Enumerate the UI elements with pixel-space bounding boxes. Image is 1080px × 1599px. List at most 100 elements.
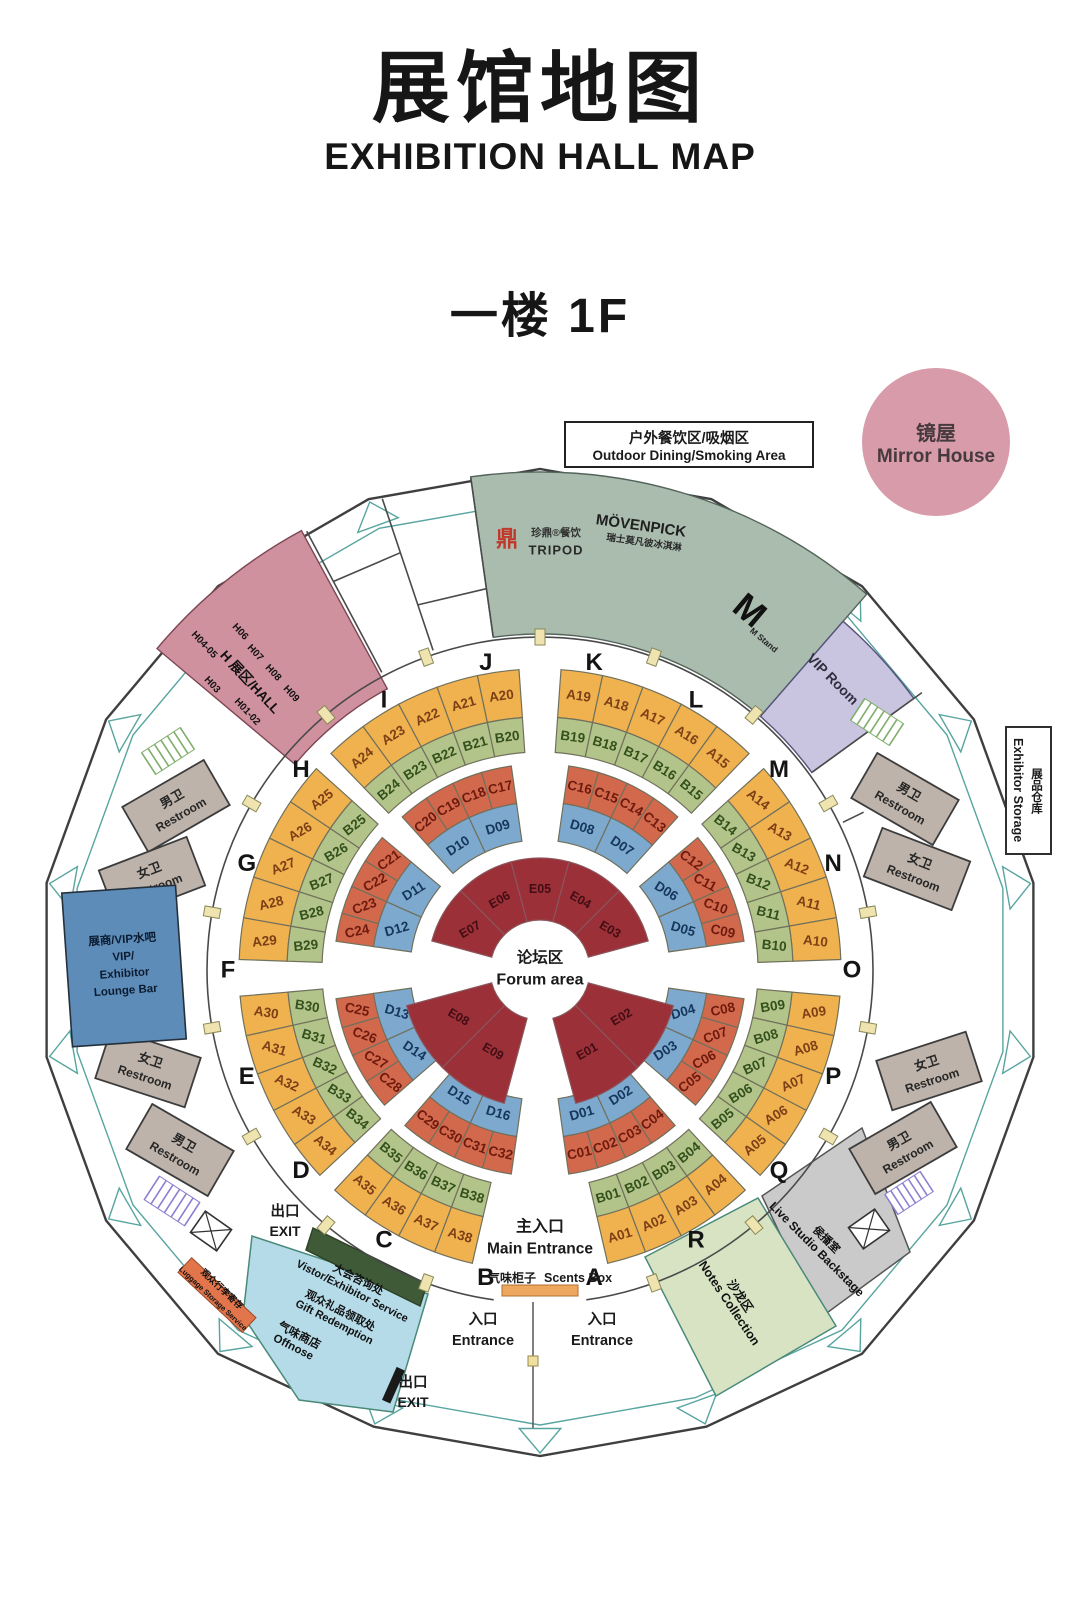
wall-pylon-icon xyxy=(218,1317,254,1353)
booth-label-A11: A11 xyxy=(795,893,822,913)
booth-label-B28: B28 xyxy=(298,903,326,924)
tripod-zh: 珍鼎®餐饮 xyxy=(531,526,581,539)
scents-box-en: Scents Box xyxy=(544,1271,612,1285)
booth-label-D08: D08 xyxy=(568,816,596,838)
door-icon xyxy=(858,1020,878,1035)
booth-label-C24: C24 xyxy=(343,921,371,941)
booth-label-C17: C17 xyxy=(487,777,514,797)
ring-letter-P: P xyxy=(825,1063,841,1090)
booth-label-D05: D05 xyxy=(669,918,697,939)
booth-label-B09: B09 xyxy=(759,997,786,1016)
booth-D11 xyxy=(385,861,442,918)
forum-en: Forum area xyxy=(496,972,583,989)
booth-label-E05: E05 xyxy=(529,882,551,896)
room-wall xyxy=(812,691,923,773)
booth-label-A38: A38 xyxy=(446,1224,475,1246)
booth-label-D01: D01 xyxy=(568,1102,596,1123)
wall-pylon-icon xyxy=(937,1186,973,1227)
booth-B20 xyxy=(486,716,526,758)
zone-outdoor-dining xyxy=(469,471,868,718)
exit-d-en: EXIT xyxy=(269,1223,301,1239)
page-title: 展馆地图 xyxy=(371,44,708,132)
zone-luggage-storage xyxy=(177,1256,257,1334)
ring-letter-E: E xyxy=(239,1063,255,1090)
booth-label-A20: A20 xyxy=(488,687,515,705)
ring-letter-B: B xyxy=(477,1264,494,1291)
wall-pylon-icon xyxy=(937,713,973,754)
booth-label-B18: B18 xyxy=(591,733,619,754)
mirror-house-badge: 镜屋 Mirror House xyxy=(862,368,1010,516)
wall-pylon-icon xyxy=(356,501,400,534)
booth-label-B38: B38 xyxy=(458,1185,487,1207)
wall-pylon-icon xyxy=(675,1392,718,1425)
door-icon xyxy=(241,794,262,813)
booth-label-B30: B30 xyxy=(294,997,321,1016)
exhibitor-storage-en: Exhibitor Storage xyxy=(1011,738,1025,843)
door-icon xyxy=(316,1215,336,1236)
booth-label-B20: B20 xyxy=(494,728,521,746)
door-icon xyxy=(418,1273,435,1293)
ring-letter-L: L xyxy=(689,686,704,713)
booth-label-A01: A01 xyxy=(606,1224,635,1246)
entrance-left-zh: 入口 xyxy=(469,1311,498,1328)
ring-letter-M: M xyxy=(769,756,789,783)
room-wall xyxy=(470,477,494,637)
booth-label-B31: B31 xyxy=(300,1026,328,1048)
door-icon xyxy=(818,794,839,813)
stairs-icon xyxy=(849,697,905,747)
booth-D05 xyxy=(658,900,708,953)
floor-label: 一楼 1F xyxy=(449,290,631,343)
booth-B10 xyxy=(754,925,794,964)
lounge-line: Exhibitor xyxy=(99,966,150,981)
ring-letter-J: J xyxy=(479,649,492,676)
door-icon xyxy=(858,905,878,920)
booth-label-D13: D13 xyxy=(383,1001,411,1022)
booth-label-C25: C25 xyxy=(344,999,372,1019)
ring-letter-H: H xyxy=(292,756,309,783)
ring-letter-A: A xyxy=(586,1264,603,1291)
booth-D07 xyxy=(594,816,654,875)
forum-zh: 论坛区 xyxy=(517,948,564,967)
booth-label-D16: D16 xyxy=(484,1102,512,1123)
elevator-icon xyxy=(847,1208,891,1250)
booth-label-A18: A18 xyxy=(602,693,630,714)
door-icon xyxy=(202,1020,222,1035)
booth-B01 xyxy=(588,1173,630,1218)
booth-label-B01: B01 xyxy=(594,1185,623,1207)
booth-B35 xyxy=(366,1128,415,1177)
booth-label-D04: D04 xyxy=(669,1001,697,1022)
mirror-house-en: Mirror House xyxy=(876,445,996,467)
outdoor-dining-zh: 户外餐饮区/吸烟区 xyxy=(628,430,750,447)
ring-letter-I: I xyxy=(381,686,388,713)
ring-letter-Q: Q xyxy=(770,1157,789,1184)
exit-offnose-en: EXIT xyxy=(397,1394,429,1410)
zone-h-hall xyxy=(156,529,389,766)
booth-label-B08: B08 xyxy=(752,1026,780,1048)
ring-letter-K: K xyxy=(586,649,604,676)
ring-letter-D: D xyxy=(292,1157,309,1184)
booth-label-C01: C01 xyxy=(566,1143,594,1163)
wall-pylon-icon xyxy=(107,1186,143,1227)
exit-offnose-zh: 出口 xyxy=(399,1373,428,1391)
booth-label-C08: C08 xyxy=(709,999,737,1019)
door-icon xyxy=(744,1215,764,1236)
door-icon xyxy=(316,704,336,725)
room-wall xyxy=(842,811,864,824)
booth-label-D09: D09 xyxy=(484,816,512,837)
zone-visitor-service-strip xyxy=(305,1226,428,1308)
booth-label-A21: A21 xyxy=(450,693,478,714)
exit-door-bar xyxy=(382,1366,405,1404)
door-icon xyxy=(241,1127,262,1146)
wall-pylon-icon xyxy=(48,1029,79,1075)
ring-letter-F: F xyxy=(221,957,236,984)
